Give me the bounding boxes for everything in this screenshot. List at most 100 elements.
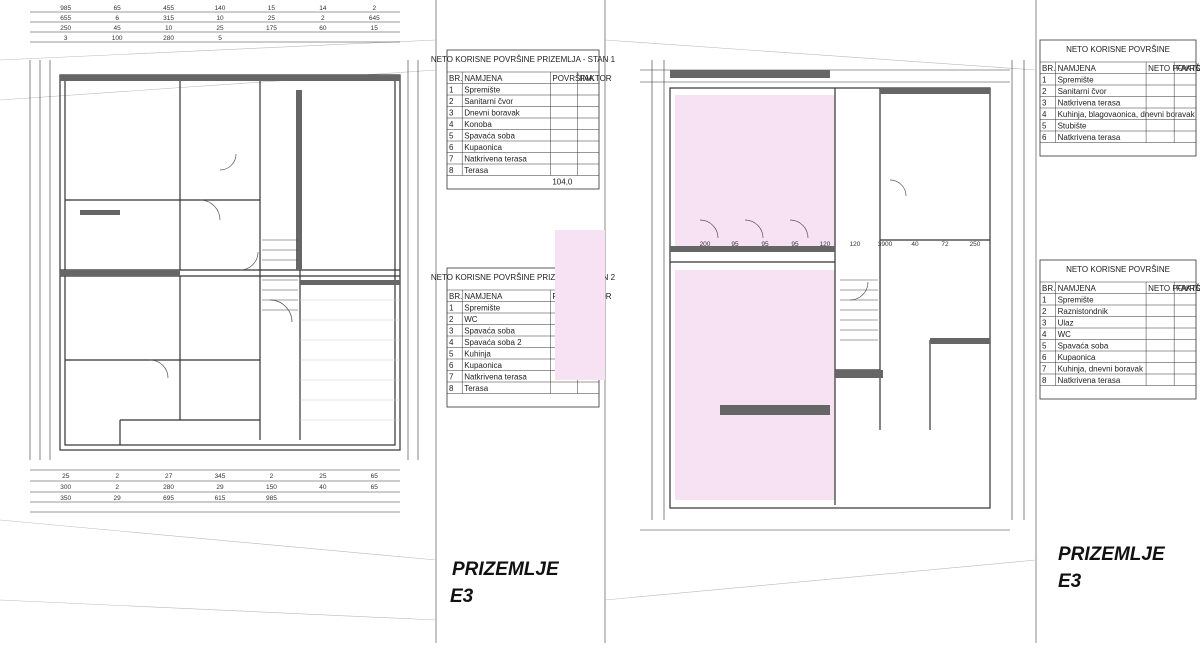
dimension-label: 15 — [268, 5, 276, 12]
dimension-label: 2 — [372, 5, 376, 12]
table-header: FAKTOR — [580, 74, 612, 83]
table-cell: 1 — [449, 304, 454, 313]
table-header: NAMJENA — [464, 292, 503, 301]
table-cell: Stubište — [1058, 122, 1087, 131]
dimension-label: 345 — [215, 473, 226, 480]
dimension-label: 40 — [911, 241, 919, 248]
table-cell: 6 — [449, 361, 454, 370]
left-plan — [0, 11, 437, 621]
table-cell: 4 — [449, 120, 454, 129]
dimension-label: 65 — [371, 473, 379, 480]
stairs-right — [840, 279, 878, 341]
table-cell: 5 — [1042, 122, 1047, 131]
dimension-label: 3 — [64, 35, 68, 42]
dimension-label: 65 — [371, 484, 379, 491]
dimension-label: 655 — [60, 15, 71, 22]
table-cell: 2 — [1042, 307, 1047, 316]
table-cell: 1 — [1042, 76, 1047, 85]
dimension-label: 615 — [215, 495, 226, 502]
table-header: POVRŠINA — [552, 74, 594, 83]
table-header: BR. — [449, 74, 462, 83]
table-cell: Spavaća soba — [464, 327, 515, 336]
table-cell: 1 — [449, 86, 454, 95]
table-cell: 8 — [1042, 376, 1047, 385]
table-cell: Spremište — [464, 304, 501, 313]
dimension-label: 175 — [266, 25, 277, 32]
dimension-label: 695 — [163, 495, 174, 502]
table-cell: Sanitarni čvor — [464, 97, 513, 106]
dimension-label: 25 — [62, 473, 70, 480]
dimension-label: 5 — [218, 35, 222, 42]
table-cell: 5 — [449, 350, 454, 359]
table-cell: Spavaća soba — [464, 132, 515, 141]
dimension-label: 72 — [941, 241, 949, 248]
dimension-label: 2 — [321, 15, 325, 22]
table-cell: 3 — [1042, 319, 1047, 328]
table-cell: Kupaonica — [464, 143, 502, 152]
dimension-label: 14 — [319, 5, 327, 12]
building-walls-left — [59, 74, 401, 451]
table-cell: 3 — [1042, 99, 1047, 108]
table-cell: Spavaća soba 2 — [464, 338, 522, 347]
table-cell: 6 — [449, 143, 454, 152]
dimension-label: 645 — [369, 15, 380, 22]
table-cell: 7 — [1042, 365, 1047, 374]
dimension-label: 3900 — [878, 241, 893, 248]
table-cell: Kupaonica — [464, 361, 502, 370]
table-header: BR. — [1042, 284, 1055, 293]
left-plan-title: PRIZEMLJE — [452, 559, 560, 580]
table-header: BR. — [1042, 64, 1055, 73]
thick-walls-right — [670, 70, 990, 415]
table-cell: Terasa — [464, 166, 489, 175]
table-cell: Sanitarni čvor — [1058, 87, 1107, 96]
right-plan-subtitle: E3 — [1058, 571, 1082, 592]
dimension-label: 985 — [60, 5, 71, 12]
table-cell: 2 — [449, 97, 454, 106]
dimension-label: 250 — [970, 241, 981, 248]
dimension-label: 45 — [114, 25, 122, 32]
table-cell: Spremište — [1058, 296, 1095, 305]
table-cell: 7 — [449, 155, 454, 164]
table-cell: WC — [464, 315, 478, 324]
dimension-label: 60 — [319, 25, 327, 32]
right-plan — [555, 39, 1037, 601]
dimension-lines-top-left — [30, 11, 400, 43]
table-cell: Natkrivena terasa — [1058, 99, 1121, 108]
table-cell: 4 — [1042, 330, 1047, 339]
right-plan-title: PRIZEMLJE — [1058, 544, 1166, 565]
table-cell: Spremište — [464, 86, 501, 95]
stan-1-table: NETO KORISNE POVRŠINE PRIZEMLJA - STAN 1… — [431, 49, 616, 190]
dimension-label: 985 — [266, 495, 277, 502]
dimension-label: 10 — [165, 25, 173, 32]
table-cell: 5 — [449, 132, 454, 141]
table-title: NETO KORISNE POVRŠINE — [1066, 45, 1170, 54]
table-cell: 2 — [449, 315, 454, 324]
dimension-label: 6 — [115, 15, 119, 22]
dimension-label: 120 — [820, 241, 831, 248]
table-header: BR. — [449, 292, 462, 301]
dimension-lines-bottom-left — [30, 469, 400, 513]
dimension-label: 280 — [163, 484, 174, 491]
door-swings-left — [149, 153, 293, 379]
dimension-label: 2 — [115, 484, 119, 491]
table-cell: 8 — [449, 384, 454, 393]
dimension-label: 95 — [761, 241, 769, 248]
table-cell: 8 — [449, 166, 454, 175]
table-cell: 3 — [449, 327, 454, 336]
table-cell: 5 — [1042, 342, 1047, 351]
table-cell: Dnevni boravak — [464, 109, 521, 118]
dimension-lines-side-left — [29, 60, 419, 460]
table-header: FAKTOR — [1176, 64, 1200, 73]
dimension-label: 455 — [163, 5, 174, 12]
stairs-left — [262, 239, 298, 311]
dimension-label: 2 — [115, 473, 119, 480]
table-cell: Kuhinja, blagovaonica, dnevni boravak — [1058, 110, 1196, 119]
table-header: NAMJENA — [1058, 284, 1097, 293]
